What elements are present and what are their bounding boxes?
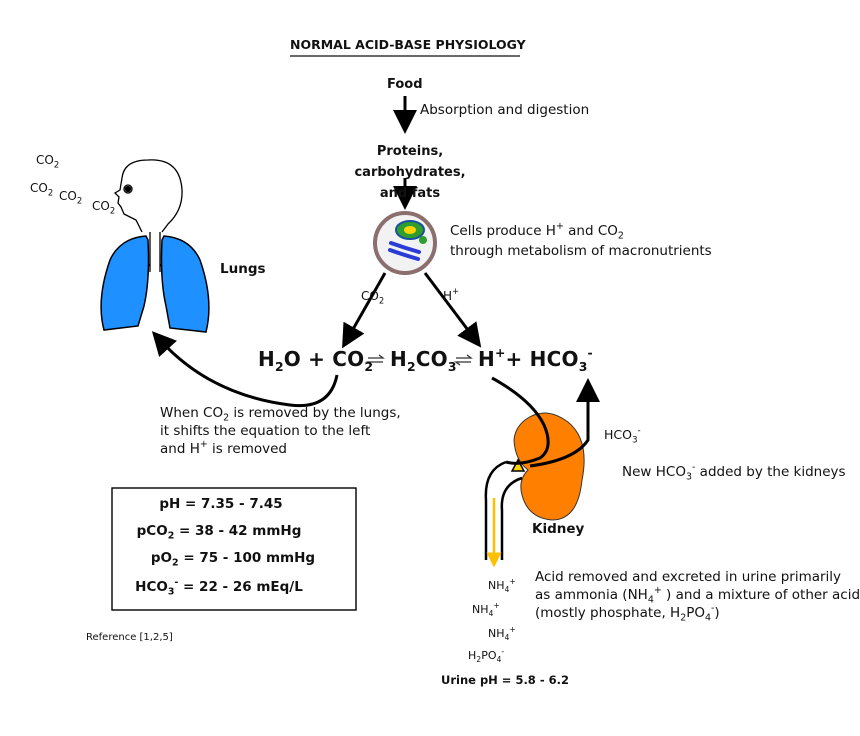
cells-note: Cells produce H+ and CO2 through metabol… (450, 220, 712, 259)
normal-ranges-box (111, 487, 357, 611)
cell-icon (373, 211, 437, 275)
range-pco2: pCO2 = 38 - 42 mmHg (136, 523, 302, 542)
hco3-note: New HCO3- added by the kidneys (622, 461, 846, 483)
exhaled-co2-1: CO2 (36, 153, 60, 170)
kidney-label: Kidney (532, 521, 585, 537)
urine-ion-2: NH4+ (472, 600, 500, 619)
urine-ion-3: NH4+ (488, 624, 516, 643)
equilibrium-arrow-2 (454, 354, 473, 366)
exhaled-co2-3: CO2 (59, 189, 83, 206)
range-hco3: HCO3- = 22 - 26 mEq/L (135, 576, 303, 598)
reference-label: Reference [1,2,5] (86, 632, 173, 643)
co2-production-arrow (342, 272, 387, 349)
equation-part-3: H++ HCO3- (478, 345, 593, 374)
equation-part-2: H2CO3 (390, 347, 457, 374)
macronutrients-label: Proteins, carbohydrates, and fats (354, 144, 466, 201)
ureter-line-left (484, 460, 507, 560)
ureter-line-right (500, 476, 523, 560)
equilibrium-arrow-1 (366, 354, 385, 366)
h-arrow-label: H+ (443, 286, 460, 303)
acid-excretion-note: Acid removed and excreted in urine prima… (535, 569, 860, 625)
exhaled-co2-4: CO2 (92, 199, 116, 216)
lungs-removal-arrow (151, 331, 339, 408)
co2-arrow-label: CO2 (361, 289, 385, 306)
kidney-icon (510, 412, 585, 521)
lungs-icon (100, 235, 210, 333)
food-label: Food (387, 77, 423, 92)
h-production-arrow (423, 272, 482, 348)
lungs-note: When CO2 is removed by the lungs, it shi… (160, 405, 401, 458)
lungs-label: Lungs (220, 261, 266, 277)
urine-ph-label: Urine pH = 5.8 - 6.2 (441, 673, 569, 687)
equation-part-1: H2O + CO2 (258, 347, 374, 374)
h-to-kidney-line (491, 376, 550, 465)
exhaled-co2-2: CO2 (30, 181, 54, 198)
diagram-title: NORMAL ACID-BASE PHYSIOLOGY (290, 37, 526, 52)
hco3-return-arrow (529, 378, 600, 468)
range-ph: pH = 7.35 - 7.45 (159, 496, 283, 512)
absorption-label: Absorption and digestion (420, 102, 590, 118)
hco3-arrow-label: HCO3- (604, 425, 641, 446)
range-po2: pO2 = 75 - 100 mmHg (150, 550, 316, 569)
urine-ion-1: NH4+ (488, 576, 516, 595)
urine-ion-4: H2PO4- (468, 646, 505, 665)
